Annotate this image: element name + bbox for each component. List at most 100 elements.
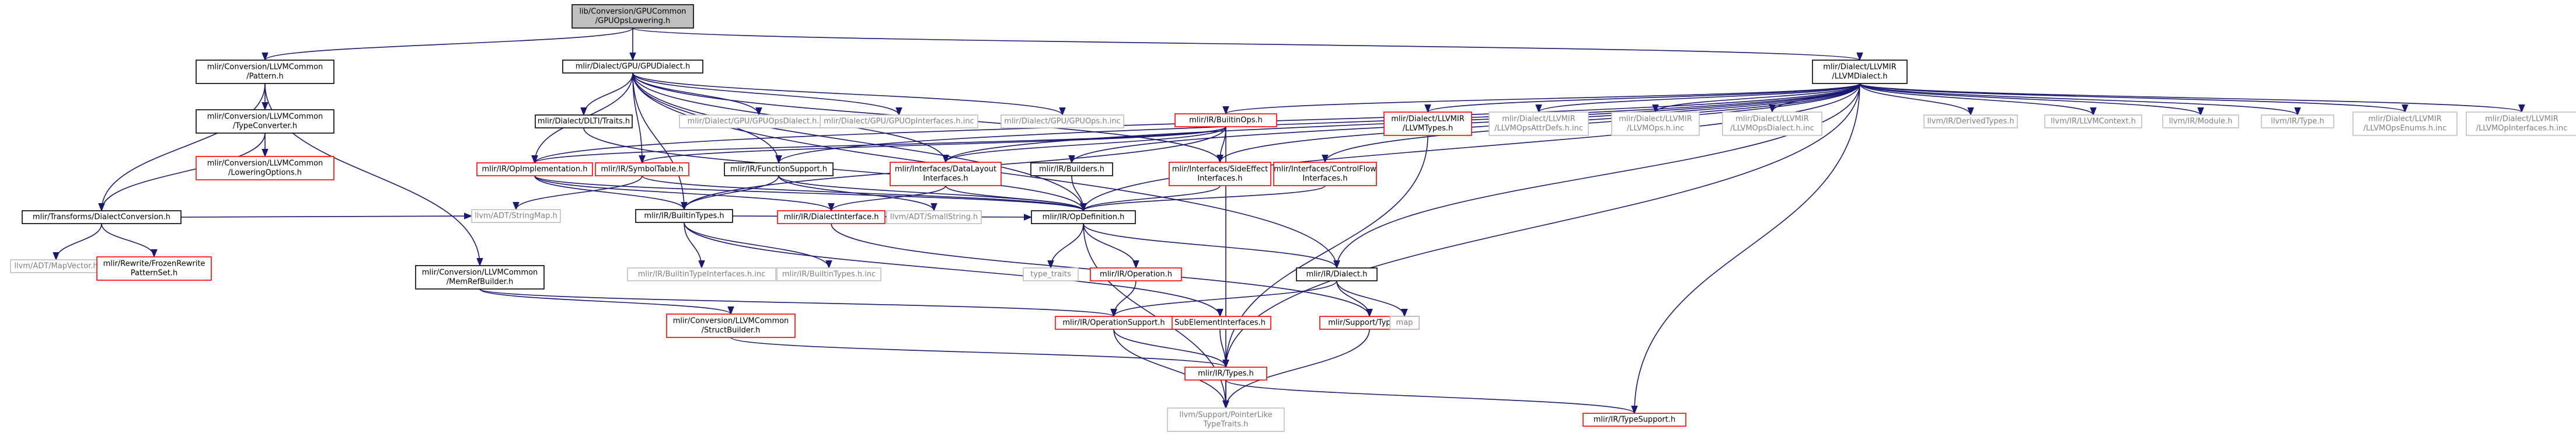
node-box	[1030, 162, 1113, 176]
edge-llvmdialect-to-opdef	[1080, 83, 1860, 212]
node-pattern[interactable]: mlir/Conversion/LLVMCommon/Pattern.h	[196, 60, 334, 84]
node-builtintypes[interactable]: mlir/IR/BuiltinTypes.h	[635, 209, 733, 223]
node-label: mlir/IR/FunctionSupport.h	[730, 165, 827, 174]
node-opsupport[interactable]: mlir/IR/OperationSupport.h	[1055, 316, 1173, 330]
node-irtype[interactable]: llvm/IR/Type.h	[2261, 114, 2334, 128]
node-box	[196, 156, 334, 180]
node-label: llvm/ADT/StringMap.h	[475, 212, 557, 221]
edge-membuilder-to-structbuilder	[479, 288, 734, 315]
edge-symtable-to-stringmap	[513, 175, 643, 211]
node-label: llvm/IR/LLVMContext.h	[2051, 117, 2136, 126]
node-typetraits[interactable]: type_traits	[1023, 267, 1079, 281]
node-dialintf[interactable]: mlir/IR/DialectInterface.h	[777, 210, 886, 224]
edge-irdialect-to-map	[1336, 280, 1408, 318]
node-label: /LLVMDialect.h	[1832, 72, 1887, 81]
node-label: mlir/Interfaces/SideEffect	[1172, 165, 1268, 174]
edge-dialconv-to-stringmap	[180, 212, 473, 220]
node-llvmopsinc[interactable]: mlir/Dialect/LLVMIR/LLVMOps.h.inc	[1611, 112, 1700, 136]
node-box	[1582, 413, 1686, 427]
node-label: mlir/Conversion/LLVMCommon	[422, 269, 538, 277]
node-llvmdialect[interactable]: mlir/Dialect/LLVMIR/LLVMDialect.h	[1812, 60, 1908, 84]
edge-opimpl-to-dialintf	[534, 175, 835, 212]
node-stringmap[interactable]: llvm/ADT/StringMap.h	[471, 209, 561, 223]
node-opdef[interactable]: mlir/IR/OpDefinition.h	[1031, 210, 1136, 224]
node-gpuopsintf[interactable]: mlir/Dialect/GPU/GPUOpInterfaces.h.inc	[820, 114, 978, 128]
node-label: mlir/Dialect/GPU/GPUOpInterfaces.h.inc	[824, 117, 974, 126]
edge-subelem-to-irtypes	[1219, 329, 1229, 368]
edge-root-to-pattern	[262, 27, 633, 61]
node-gpuopsdialinc[interactable]: mlir/Dialect/GPU/GPUOpsDialect.h.inc	[679, 114, 839, 128]
node-irdialect[interactable]: mlir/IR/Dialect.h	[1296, 267, 1378, 281]
node-label: mlir/IR/OpImplementation.h	[482, 165, 588, 174]
edge-llvmdialect-to-irtype	[1859, 83, 2301, 116]
node-funcsupport[interactable]: mlir/IR/FunctionSupport.h	[724, 162, 834, 176]
node-label: mlir/IR/OpDefinition.h	[1043, 213, 1125, 222]
node-box	[196, 109, 334, 134]
node-irtypes[interactable]: mlir/IR/Types.h	[1184, 367, 1267, 381]
node-typeconv[interactable]: mlir/Conversion/LLVMCommon/TypeConverter…	[196, 109, 334, 134]
node-llvmopsdial[interactable]: mlir/Dialect/LLVMIR/LLVMOpsDialect.h.inc	[1722, 112, 1822, 136]
node-dialconv[interactable]: mlir/Transforms/DialectConversion.h	[22, 210, 182, 224]
node-box	[1090, 267, 1182, 281]
edge-gpudialect-to-gpuopsinc	[632, 72, 1066, 116]
edge-gpudialect-to-opdef	[632, 72, 1087, 212]
node-subelem[interactable]: SubElementInterfaces.h	[1169, 316, 1271, 330]
node-label: /TypeConverter.h	[233, 122, 297, 131]
node-lowopts[interactable]: mlir/Conversion/LLVMCommon/LoweringOptio…	[196, 156, 334, 180]
node-llvmopsenums[interactable]: mlir/Dialect/LLVMIR/LLVMOpsEnums.h.inc	[2352, 112, 2458, 136]
node-label: llvm/IR/Type.h	[2271, 117, 2324, 126]
node-btintfinc[interactable]: mlir/IR/BuiltinTypeInterfaces.h.inc	[627, 267, 776, 281]
node-llvmopsattr[interactable]: mlir/Dialect/LLVMIR/LLVMOpsAttrDefs.h.in…	[1489, 112, 1589, 136]
node-label: type_traits	[1030, 270, 1071, 279]
node-builders[interactable]: mlir/IR/Builders.h	[1030, 162, 1113, 176]
node-typesupport[interactable]: mlir/IR/TypeSupport.h	[1582, 413, 1686, 427]
node-label: mlir/Dialect/GPU/GPUDialect.h	[576, 62, 691, 71]
node-box	[666, 313, 796, 338]
node-box	[1923, 114, 2018, 128]
node-label: mlir/Conversion/LLVMCommon	[207, 63, 323, 72]
node-label: mlir/IR/OperationSupport.h	[1062, 319, 1165, 327]
node-box	[476, 162, 593, 176]
edge-opsupport-to-ptrlike	[1113, 329, 1229, 409]
node-label: TypeTraits.h	[1202, 420, 1248, 429]
node-dltitraits[interactable]: mlir/Dialect/DLTI/Traits.h	[535, 114, 633, 128]
node-smallstring[interactable]: llvm/ADT/SmallString.h	[886, 210, 982, 224]
node-llvmcontext[interactable]: llvm/IR/LLVMContext.h	[2044, 114, 2142, 128]
node-llvmopsintfinc[interactable]: mlir/Dialect/LLVMIR/LLVMOpInterfaces.h.i…	[2466, 112, 2576, 136]
node-llvmtypes[interactable]: mlir/Dialect/LLVMIR/LLVMTypes.h	[1383, 112, 1472, 136]
node-derivedtypes[interactable]: llvm/IR/DerivedTypes.h	[1923, 114, 2018, 128]
edge-irtypes-to-typesupport	[1225, 379, 1638, 414]
node-irmodule[interactable]: llvm/IR/Module.h	[2162, 114, 2239, 128]
node-label: mlir/Dialect/LLVMIR	[2368, 115, 2441, 124]
edge-builtintypes-to-btinc	[684, 222, 832, 269]
edge-builtinops-to-symtable	[639, 126, 1226, 164]
edge-funcsupport-to-builtintypes	[681, 175, 779, 211]
node-gpuopsinc[interactable]: mlir/Dialect/GPU/GPUOps.h.inc	[1001, 114, 1124, 128]
node-root: lib/Conversion/GPUCommon/GPUOpsLowering.…	[571, 4, 694, 29]
node-btinc[interactable]: mlir/IR/BuiltinTypes.h.inc	[776, 267, 881, 281]
node-map[interactable]: map	[1389, 316, 1420, 330]
node-membuilder[interactable]: mlir/Conversion/LLVMCommon/MemRefBuilder…	[415, 265, 545, 290]
node-builtinops[interactable]: mlir/IR/BuiltinOps.h	[1174, 113, 1277, 127]
node-label: /LLVMOpsAttrDefs.h.inc	[1494, 124, 1583, 133]
node-label: mlir/Rewrite/FrozenRewrite	[103, 260, 205, 269]
node-gpudialect[interactable]: mlir/Dialect/GPU/GPUDialect.h	[562, 60, 703, 74]
edge-llvmdialect-to-llvmopsenums	[1859, 83, 2408, 113]
node-mapvector[interactable]: llvm/ADT/MapVector.h	[10, 259, 102, 273]
edge-opdef-to-operation	[1083, 223, 1139, 269]
node-operation[interactable]: mlir/IR/Operation.h	[1090, 267, 1182, 281]
node-label: mlir/Conversion/LLVMCommon	[673, 317, 789, 326]
node-label: mlir/IR/BuiltinTypes.h.inc	[782, 270, 876, 279]
node-structbuilder[interactable]: mlir/Conversion/LLVMCommon/StructBuilder…	[666, 313, 796, 338]
node-box	[1174, 113, 1277, 127]
node-opimpl[interactable]: mlir/IR/OpImplementation.h	[476, 162, 593, 176]
node-box	[1383, 112, 1472, 136]
node-symtable[interactable]: mlir/IR/SymbolTable.h	[595, 162, 689, 176]
edge-llvmdialect-to-llvmopsinc	[1652, 83, 1860, 113]
node-box	[595, 162, 689, 176]
